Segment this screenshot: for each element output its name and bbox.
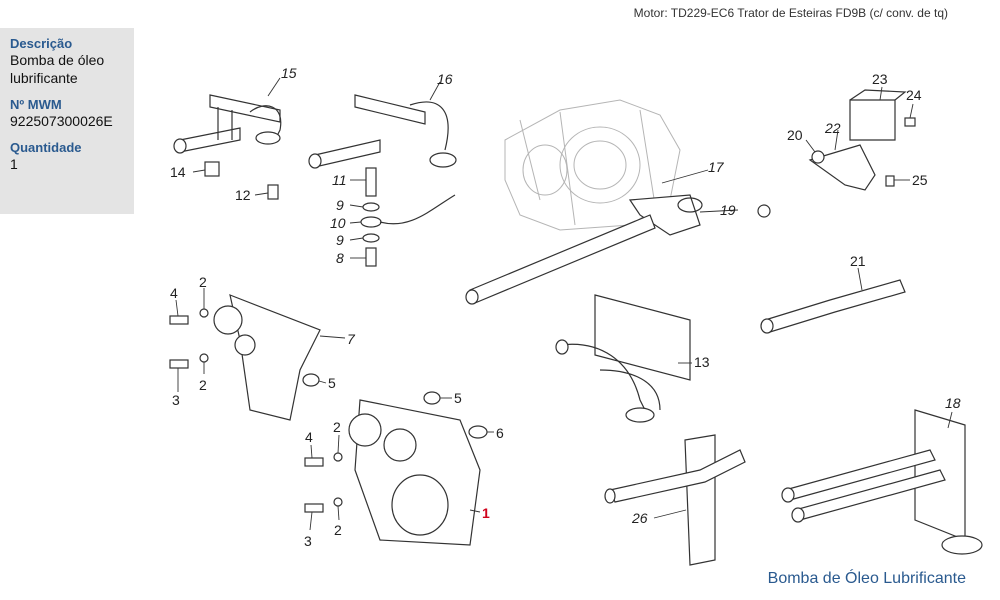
callout-4b: 4 xyxy=(305,429,313,445)
callout-12: 12 xyxy=(235,187,251,203)
callout-18: 18 xyxy=(945,395,961,411)
leader-lines xyxy=(175,77,953,531)
part-14-plug xyxy=(204,161,220,177)
callout-22: 22 xyxy=(824,120,841,136)
part-22-elbow xyxy=(808,144,876,191)
callout-20: 20 xyxy=(787,127,803,143)
part-26-pipe-bracket xyxy=(604,434,746,566)
callout-16: 16 xyxy=(437,71,453,87)
callout-14: 14 xyxy=(170,164,186,180)
callout-1: 1 xyxy=(482,505,490,521)
callout-5b: 5 xyxy=(454,390,462,406)
description-label: Descrição xyxy=(10,36,73,51)
callout-2b: 2 xyxy=(199,377,207,393)
callout-17: 17 xyxy=(708,159,725,175)
part-23-bracket xyxy=(849,89,907,141)
part-18-strainer-assembly xyxy=(781,409,983,555)
callout-19: 19 xyxy=(720,202,736,218)
long-pipe xyxy=(465,214,656,305)
callout-23: 23 xyxy=(872,71,888,87)
callout-3b: 3 xyxy=(304,533,312,549)
callout-10: 10 xyxy=(330,215,346,231)
quantity-label: Quantidade xyxy=(10,140,82,155)
callout-5a: 5 xyxy=(328,375,336,391)
callout-24: 24 xyxy=(906,87,922,103)
bolts-washers-upper xyxy=(169,308,209,369)
description-value: Bomba de óleo lubrificante xyxy=(10,52,105,86)
part-7-pump-cover xyxy=(213,294,321,421)
info-panel: Descrição Bomba de óleo lubrificante Nº … xyxy=(0,28,134,214)
part-12-plug xyxy=(267,184,279,200)
callout-3a: 3 xyxy=(172,392,180,408)
callout-15: 15 xyxy=(281,65,297,81)
quantity-value: 1 xyxy=(10,156,18,172)
part-16-suction-pipe xyxy=(308,94,457,169)
mwm-number-label: Nº MWM xyxy=(10,97,62,112)
bolts-washers-lower xyxy=(304,452,343,513)
callout-21: 21 xyxy=(850,253,866,269)
part-20-nut xyxy=(811,150,825,164)
callout-25: 25 xyxy=(912,172,928,188)
callout-8: 8 xyxy=(336,250,344,266)
part-24-bolt xyxy=(904,117,916,127)
part-21-suction-tube xyxy=(760,279,906,334)
part-1-oil-pump xyxy=(348,399,481,546)
callout-6: 6 xyxy=(496,425,504,441)
part-13-pipe-assembly xyxy=(555,294,691,423)
part-25-bolt xyxy=(885,175,895,187)
callout-9a: 9 xyxy=(336,197,344,213)
diagram-title: Bomba de Óleo Lubrificante xyxy=(767,570,966,587)
parts-8-11-valve-stack xyxy=(360,167,456,267)
callout-9b: 9 xyxy=(336,232,344,248)
callout-4a: 4 xyxy=(170,285,178,301)
engine-header: Motor: TD229-EC6 Trator de Esteiras FD9B… xyxy=(633,6,948,20)
callout-11: 11 xyxy=(332,172,347,188)
callout-2c: 2 xyxy=(333,419,341,435)
callout-13: 13 xyxy=(694,354,710,370)
callout-labels: 15 16 14 12 11 9 10 9 8 23 24 22 20 25 1… xyxy=(170,65,961,549)
mwm-number-value: 922507300026E xyxy=(10,113,113,129)
callout-2a: 2 xyxy=(199,274,207,290)
callout-7: 7 xyxy=(347,331,356,347)
part-19-pipe-flange xyxy=(628,194,771,236)
callout-2d: 2 xyxy=(334,522,342,538)
callout-26: 26 xyxy=(631,510,648,526)
part-15-suction-pipe xyxy=(173,94,282,154)
